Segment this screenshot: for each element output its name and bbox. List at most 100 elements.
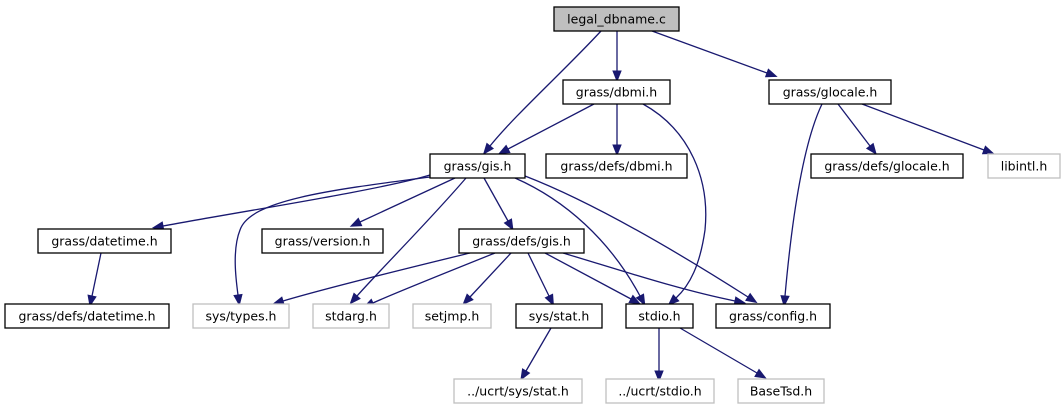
node-defs-dbmi-h[interactable]: grass/defs/dbmi.h (545, 153, 688, 179)
edge-line (651, 30, 768, 74)
node-basetsd-h: BaseTsd.h (737, 378, 825, 404)
edge-legal_dbname-to-gis_h (482, 30, 602, 155)
edge-gis_h-to-version_h (349, 177, 456, 227)
node-defs-datetime-h[interactable]: grass/defs/datetime.h (4, 303, 170, 329)
edge-stdio_h-to-basetsd_h (679, 327, 767, 379)
node-defs-glocale-h[interactable]: grass/defs/glocale.h (810, 153, 964, 179)
edge-glocale_h-to-config_h (780, 103, 823, 308)
arrowhead-icon (544, 293, 554, 307)
arrowhead-icon (482, 142, 495, 155)
node-label: grass/defs/gis.h (472, 234, 571, 249)
edge-line (861, 103, 985, 151)
edge-defs_gis_h-to-setjmp_h (462, 252, 512, 306)
arrowhead-icon (667, 294, 680, 306)
node-label: stdarg.h (325, 309, 377, 324)
node-box (605, 378, 715, 404)
node-label: stdio.h (638, 309, 680, 324)
edge-line (483, 177, 509, 222)
node-glocale-h[interactable]: grass/glocale.h (768, 79, 892, 105)
edge-gis_h-to-config_h (524, 175, 758, 304)
arrowhead-icon (349, 217, 363, 227)
node-stdio-h[interactable]: stdio.h (625, 303, 694, 329)
edge-line (359, 177, 456, 223)
edge-defs_gis_h-to-stdarg_h (362, 252, 496, 308)
node-sys-types-h: sys/types.h (192, 303, 290, 329)
arrowhead-icon (87, 294, 97, 308)
node-gis-h[interactable]: grass/gis.h (429, 153, 526, 179)
arrowhead-icon (654, 370, 664, 383)
node-label: grass/glocale.h (783, 85, 878, 100)
node-box (810, 153, 964, 179)
edge-line (642, 103, 707, 299)
node-label: sys/types.h (206, 309, 277, 324)
node-label: grass/version.h (275, 234, 371, 249)
node-box (562, 79, 671, 105)
arrowhead-icon (754, 368, 767, 379)
node-defs-gis-h[interactable]: grass/defs/gis.h (458, 228, 585, 254)
edge-line (372, 252, 496, 304)
arrowhead-icon (981, 145, 995, 155)
node-box (625, 303, 694, 329)
node-datetime-h[interactable]: grass/datetime.h (37, 228, 172, 254)
edge-line (514, 177, 641, 297)
edge-line (562, 252, 736, 302)
edge-line (356, 177, 467, 297)
node-box (737, 378, 825, 404)
node-box (545, 153, 688, 179)
node-dbmi-h[interactable]: grass/dbmi.h (562, 79, 671, 105)
nodes-layer: legal_dbname.c grass/dbmi.h grass/glocale.… (4, 6, 1061, 404)
edges-layer (87, 30, 995, 383)
edge-line (489, 30, 602, 147)
node-setjmp-h: setjmp.h (412, 303, 492, 329)
node-label: ../ucrt/sys/stat.h (467, 384, 569, 399)
node-legal-dbname[interactable]: legal_dbname.c (553, 6, 680, 32)
arrowhead-icon (612, 144, 622, 157)
edge-line (507, 103, 595, 150)
edge-legal_dbname-to-glocale_h (651, 30, 778, 78)
node-label: grass/defs/datetime.h (18, 309, 155, 324)
edge-glocale_h-to-defs_glocale_h (837, 103, 877, 156)
node-box (192, 303, 290, 329)
node-version-h[interactable]: grass/version.h (261, 228, 384, 254)
edge-gis_h-to-stdio_h (514, 177, 646, 307)
edge-line (91, 252, 102, 297)
node-box (987, 153, 1061, 179)
edge-line (527, 252, 550, 297)
arrowhead-icon (503, 218, 514, 231)
node-sys-stat-h[interactable]: sys/stat.h (515, 303, 603, 329)
node-label: ../ucrt/stdio.h (618, 384, 701, 399)
node-label: sys/stat.h (529, 309, 590, 324)
edge-line (524, 175, 749, 298)
node-box (515, 303, 603, 329)
node-label: grass/defs/dbmi.h (560, 159, 672, 174)
edge-glocale_h-to-libintl_h (861, 103, 995, 155)
edge-dbmi_h-to-stdio_h (642, 103, 707, 306)
node-box (453, 378, 583, 404)
node-label: grass/gis.h (444, 159, 512, 174)
edge-gis_h-to-datetime_h (151, 174, 431, 231)
edge-gis_h-to-defs_gis_h (483, 177, 514, 231)
arrowhead-icon (520, 368, 531, 381)
node-ucrt-stdio-h: ../ucrt/stdio.h (605, 378, 715, 404)
node-config-h[interactable]: grass/config.h (715, 303, 831, 329)
node-box (429, 153, 526, 179)
edge-line (784, 103, 823, 297)
node-box (261, 228, 384, 254)
edge-gis_h-to-stdarg_h (349, 177, 467, 305)
arrowhead-icon (628, 294, 642, 305)
edge-line (544, 252, 632, 300)
node-box (312, 303, 390, 329)
edge-line (525, 327, 552, 372)
node-box (458, 228, 585, 254)
edge-dbmi_h-to-defs_dbmi_h (612, 104, 622, 157)
arrowhead-icon (349, 292, 361, 305)
node-ucrt-sys-stat-h: ../ucrt/sys/stat.h (453, 378, 583, 404)
node-stdarg-h: stdarg.h (312, 303, 390, 329)
node-box (412, 303, 492, 329)
node-libintl-h: libintl.h (987, 153, 1061, 179)
edge-defs_gis_h-to-config_h (562, 252, 747, 306)
edge-stdio_h-to-ucrt_stdio_h (654, 328, 664, 383)
edge-line (469, 252, 512, 298)
edge-defs_gis_h-to-sys_types_h (272, 252, 471, 306)
